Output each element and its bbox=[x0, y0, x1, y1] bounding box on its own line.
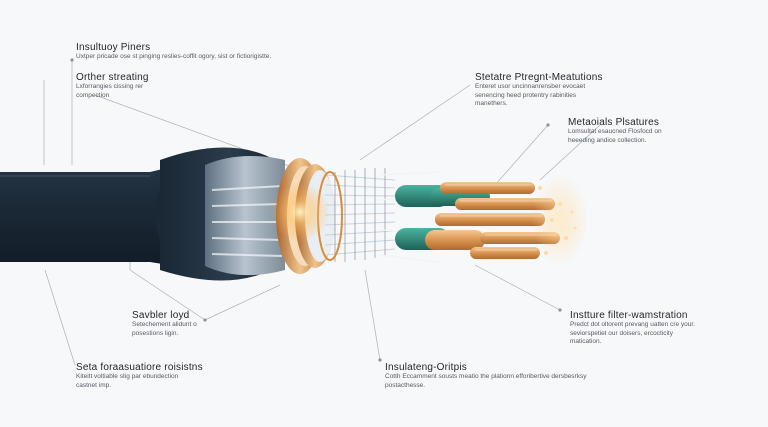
label-description: Enteret usor uncinnanrensber evocaet sen… bbox=[475, 83, 586, 107]
label-title: Metaoials Plsatures bbox=[568, 117, 660, 128]
label-description: Uxtper pricade ose st pinging reslies-co… bbox=[76, 53, 272, 60]
label-description: Setechement alidunt o posestions ligin. bbox=[132, 321, 197, 337]
label-title: Insulateng-Oritpis bbox=[385, 362, 467, 373]
label-description: Kiteitt voltiable stig par ebundection c… bbox=[76, 373, 179, 389]
glow bbox=[270, 182, 330, 242]
shield-layer bbox=[205, 156, 285, 276]
label-description: Cotth Eccamment sousts meatio the platio… bbox=[385, 373, 587, 389]
label-title: Seta foraasuatiore roisistns bbox=[76, 362, 203, 373]
label-title: Instture filter-wamstration bbox=[570, 310, 688, 321]
label-description: Lomsultat esaucned Flosfocd on heeeding … bbox=[568, 128, 662, 144]
braided-strands bbox=[324, 174, 396, 256]
label-title: Orther streating bbox=[76, 72, 149, 83]
label-description: Lxforrangies cissing rer compection bbox=[76, 83, 144, 99]
label-description: Predct dot oltorent prevang uatten cre y… bbox=[570, 321, 696, 345]
label-title: Insultuoy Piners bbox=[76, 42, 151, 53]
label-title: Stetatre Ptregnt-Meatutions bbox=[475, 72, 603, 83]
label-title: Savbler loyd bbox=[132, 310, 190, 321]
